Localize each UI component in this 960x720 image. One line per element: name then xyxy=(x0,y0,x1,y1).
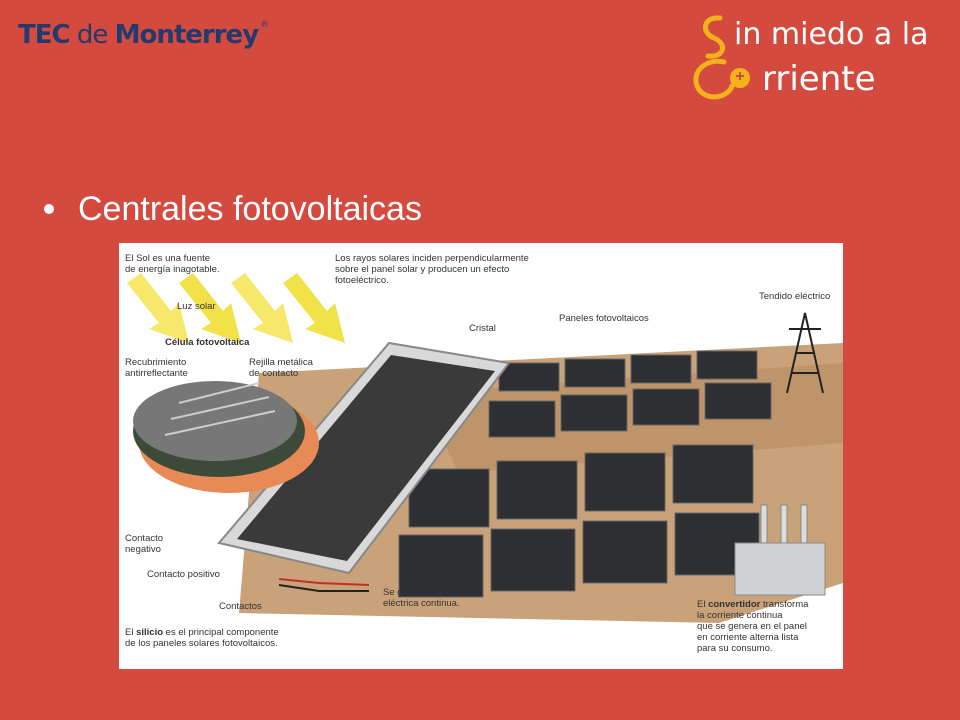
label-contacto-negativo: Contacto negativo xyxy=(125,533,164,555)
label-cristal: Cristal xyxy=(469,323,496,334)
label-silicio-bold: silicio xyxy=(136,627,164,638)
label-convertidor: El convertidor transforma la corriente c… xyxy=(697,599,808,654)
brand-line1: in miedo a la xyxy=(734,17,928,52)
brand-logo-graphic: in miedo a la rriente xyxy=(693,15,928,100)
label-silicio: El silicio es el principal componente de… xyxy=(125,627,279,649)
tec-logo-mark: ® xyxy=(260,20,269,30)
main-solar-panel xyxy=(217,341,511,575)
label-recubrimiento: Recubrimiento antirreflectante xyxy=(125,357,188,379)
label-paneles: Paneles fotovoltaicos xyxy=(559,313,649,324)
label-silicio-pre: El xyxy=(125,627,137,638)
converter-box xyxy=(734,504,826,596)
label-rejilla: Rejilla metálica de contacto xyxy=(249,357,313,379)
brand-s-shape xyxy=(703,15,725,59)
label-contactos: Contactos xyxy=(219,601,262,612)
brand-plug-pin-icon xyxy=(736,72,744,80)
label-convertidor-pre: El xyxy=(697,599,709,610)
brand-logo: in miedo a la rriente xyxy=(684,10,940,102)
label-convertidor-post: transforma la corriente continua que se … xyxy=(697,599,809,654)
label-rayos: Los rayos solares inciden perpendicularm… xyxy=(335,253,529,286)
label-contacto-positivo: Contacto positivo xyxy=(147,569,220,580)
brand-line2: rriente xyxy=(762,59,876,99)
brand-c-shape xyxy=(693,58,735,100)
tec-logo-part1: TEC xyxy=(18,20,71,50)
tec-logo-part2: de xyxy=(69,20,115,50)
bullet-dot-icon xyxy=(44,204,54,214)
solar-plant-diagram: El Sol es una fuente de energía inagotab… xyxy=(119,243,843,669)
black-cable xyxy=(278,584,369,592)
red-cable xyxy=(278,578,370,586)
tec-logo-part3: Monterrey xyxy=(114,20,260,50)
label-luz: Luz solar xyxy=(177,301,216,312)
diagram-illustration xyxy=(127,273,843,623)
tec-logo: TEC de Monterrey® xyxy=(18,20,269,50)
bullet-text: Centrales fotovoltaicas xyxy=(78,190,422,228)
label-silicio-post: es el principal componente de los panele… xyxy=(125,627,279,649)
label-celula: Célula fotovoltaica xyxy=(165,337,250,348)
solar-cell xyxy=(133,381,319,493)
sun-rays xyxy=(127,273,345,343)
label-corriente: Se genera corriente eléctrica continua. xyxy=(383,587,467,609)
label-sol: El Sol es una fuente de energía inagotab… xyxy=(125,253,220,275)
label-convertidor-bold: convertidor xyxy=(708,599,761,610)
label-tendido: Tendido eléctrico xyxy=(759,291,831,302)
panel-field xyxy=(398,350,772,598)
power-tower xyxy=(786,312,824,394)
